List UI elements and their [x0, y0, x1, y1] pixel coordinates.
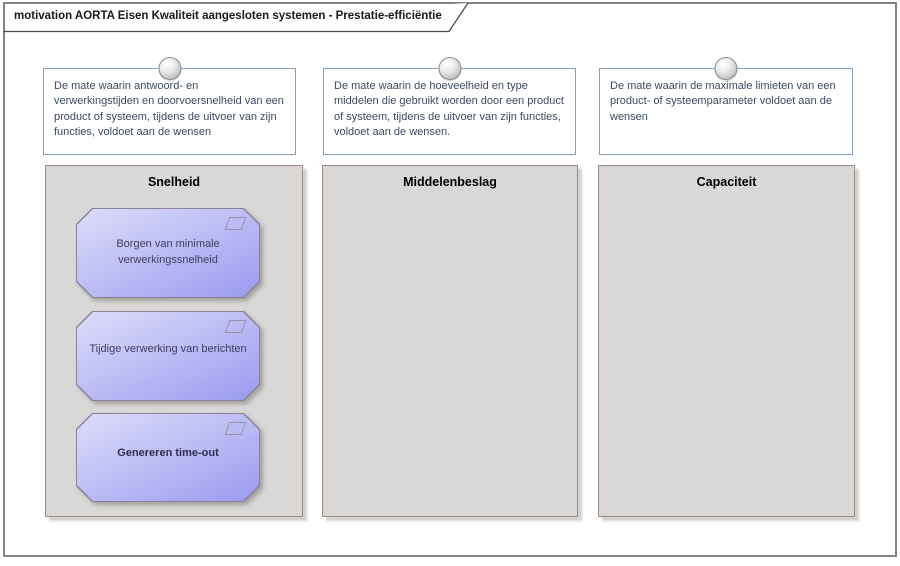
group-middelenbeslag[interactable]: Middelenbeslag: [322, 165, 578, 517]
requirement-fill: [77, 209, 259, 297]
note-capaciteit[interactable]: De mate waarin de maximale limieten van …: [599, 57, 853, 155]
requirement-label: Genereren time-out: [117, 447, 219, 459]
requirement-label: Borgen van minimale verwerkingssnelheid: [116, 238, 220, 266]
sphere-icon: [714, 57, 738, 80]
requirement-borgen-minimale-verwerkingssnelheid[interactable]: Borgen van minimale verwerkingssnelheid: [76, 208, 260, 298]
note-text: De mate waarin de maximale limieten van …: [610, 80, 836, 123]
frame-title: motivation AORTA Eisen Kwaliteit aangesl…: [14, 10, 442, 22]
group-capaciteit[interactable]: Capaciteit: [598, 165, 855, 517]
group-title: Snelheid: [147, 175, 201, 189]
group-title: Capaciteit: [696, 175, 757, 189]
requirement-fill: [77, 414, 259, 501]
sphere-icon: [438, 57, 461, 80]
requirement-label: Tijdige verwerking van berichten: [89, 343, 247, 355]
sphere-icon: [158, 57, 181, 80]
group-title: Middelenbeslag: [403, 175, 497, 189]
note-snelheid[interactable]: De mate waarin antwoord- en verwerkingst…: [43, 57, 296, 155]
requirement-fill: [77, 312, 259, 400]
requirement-genereren-time-out[interactable]: Genereren time-out: [76, 413, 260, 502]
note-text: De mate waarin de hoeveelheid en type mi…: [334, 80, 564, 138]
group-snelheid[interactable]: Snelheid Borgen van minimale verwerkings…: [45, 165, 303, 517]
note-middelenbeslag[interactable]: De mate waarin de hoeveelheid en type mi…: [323, 57, 576, 155]
requirement-tijdige-verwerking-van-berichten[interactable]: Tijdige verwerking van berichten: [76, 311, 260, 401]
note-text: De mate waarin antwoord- en verwerkingst…: [54, 80, 284, 138]
